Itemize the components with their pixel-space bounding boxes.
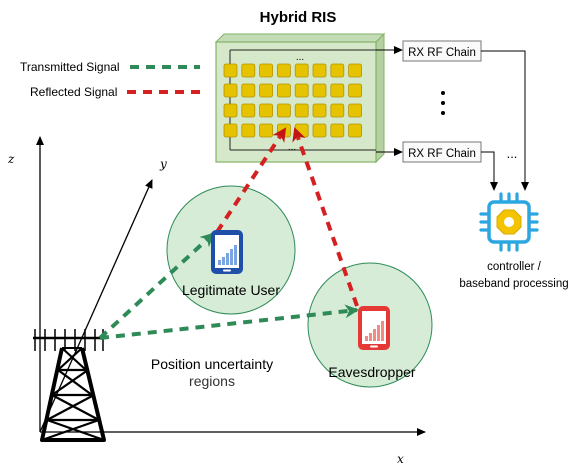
ris-element bbox=[312, 83, 327, 98]
ris-element bbox=[223, 103, 238, 118]
ris-element bbox=[241, 83, 256, 98]
ris-element bbox=[312, 63, 327, 78]
uncertainty-caption-line1: Position uncertainty bbox=[151, 356, 273, 372]
ris-element bbox=[241, 63, 256, 78]
ris-element bbox=[348, 103, 363, 118]
legitimate-user-label: Legitimate User bbox=[182, 282, 280, 298]
ris-element bbox=[223, 83, 238, 98]
vertical-ellipsis bbox=[441, 91, 445, 115]
ris-dots-top: ... bbox=[296, 52, 304, 63]
ris-element-grid bbox=[223, 63, 363, 138]
ris-element bbox=[294, 63, 309, 78]
eavesdropper-label: Eavesdropper bbox=[328, 364, 416, 380]
eavesdropper-phone-icon bbox=[358, 306, 390, 350]
ris-element bbox=[241, 123, 256, 138]
uncertainty-caption-line2: regions bbox=[189, 373, 235, 389]
controller-label-line2: baseband processing bbox=[459, 278, 568, 290]
legend-transmitted-label: Transmitted Signal bbox=[20, 60, 120, 74]
ris-element bbox=[223, 123, 238, 138]
rx-rf-chain-1-label: RX RF Chain bbox=[408, 47, 476, 59]
ris-element bbox=[276, 83, 291, 98]
ris-element bbox=[259, 83, 274, 98]
horizontal-ellipsis: ... bbox=[507, 146, 518, 161]
legend-reflected-label: Reflected Signal bbox=[30, 85, 117, 99]
axis-x-label: x bbox=[397, 452, 404, 466]
legitimate-phone-icon bbox=[211, 230, 243, 274]
ris-element bbox=[330, 123, 345, 138]
ris-element bbox=[330, 83, 345, 98]
ris-element bbox=[259, 103, 274, 118]
legend: Transmitted Signal Reflected Signal bbox=[20, 60, 200, 99]
ris-element bbox=[259, 63, 274, 78]
ris-element bbox=[348, 83, 363, 98]
ris-element bbox=[312, 123, 327, 138]
diagram-title: Hybrid RIS bbox=[260, 9, 337, 26]
ris-element bbox=[241, 103, 256, 118]
ris-element bbox=[276, 103, 291, 118]
axis-z-label: z bbox=[7, 152, 15, 166]
controller-label-line1: controller / bbox=[487, 261, 541, 273]
ris-element bbox=[223, 63, 238, 78]
ris-element bbox=[259, 123, 274, 138]
ris-element bbox=[348, 123, 363, 138]
hybrid-ris-panel: ... ... bbox=[214, 32, 386, 164]
ris-element bbox=[294, 83, 309, 98]
base-station-tower-icon bbox=[33, 329, 106, 442]
ris-element bbox=[294, 103, 309, 118]
ris-dots-bottom: ... bbox=[288, 142, 296, 153]
axis-y-label: y bbox=[159, 157, 167, 171]
ris-element bbox=[348, 63, 363, 78]
ris-element bbox=[312, 103, 327, 118]
rx-rf-chain-2-label: RX RF Chain bbox=[408, 148, 476, 160]
reflected-signal-from-legitimate-user bbox=[215, 127, 287, 234]
ris-element bbox=[330, 63, 345, 78]
ris-element bbox=[276, 63, 291, 78]
controller-chip-icon bbox=[479, 192, 539, 252]
ris-element bbox=[330, 103, 345, 118]
transmitted-signal-to-eavesdropper bbox=[99, 304, 359, 340]
